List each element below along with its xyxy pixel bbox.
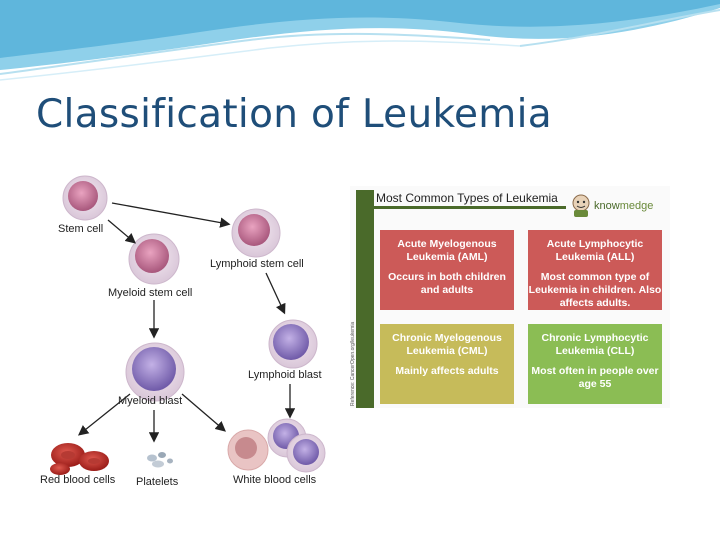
knowmedge-brand-text: knowmedge xyxy=(594,200,653,212)
chart-accent-bar xyxy=(356,190,374,408)
lineage-svg xyxy=(50,175,326,475)
label-red-blood-cells: Red blood cells xyxy=(40,474,116,486)
box-cll-name: Chronic Lymphocytic Leukemia (CLL) xyxy=(541,332,649,357)
box-aml: Acute Myelogenous Leukemia (AML) Occurs … xyxy=(380,230,514,310)
box-cml: Chronic Myelogenous Leukemia (CML) Mainl… xyxy=(380,324,514,404)
box-all-desc: Most common type of Leukemia in children… xyxy=(528,271,662,309)
stem-cell-illustration xyxy=(62,175,108,221)
red-blood-cells-illustration xyxy=(50,443,109,475)
brand-know: know xyxy=(594,200,620,212)
blood-cell-lineage-diagram: Stem cell Lymphoid stem cell Myeloid ste… xyxy=(38,172,336,492)
knowmedge-logo-icon xyxy=(572,194,590,217)
box-cll-desc: Most often in people over age 55 xyxy=(531,365,659,390)
label-myeloid-blast: Myeloid blast xyxy=(118,395,183,407)
box-aml-desc: Occurs in both children and adults xyxy=(388,271,506,296)
myeloid-stem-cell-illustration xyxy=(128,233,180,285)
brand-medge: medge xyxy=(619,200,654,212)
label-myeloid-stem-cell: Myeloid stem cell xyxy=(108,287,193,299)
label-stem-cell: Stem cell xyxy=(58,223,104,235)
label-lymphoid-stem-cell: Lymphoid stem cell xyxy=(210,258,304,270)
box-cml-desc: Mainly affects adults xyxy=(395,365,499,377)
label-platelets: Platelets xyxy=(136,476,179,488)
box-cll: Chronic Lymphocytic Leukemia (CLL) Most … xyxy=(528,324,662,404)
header-wave-decoration xyxy=(0,0,720,81)
slide-title: Classification of Leukemia xyxy=(36,92,552,137)
lymphoid-stem-cell-illustration xyxy=(231,208,281,258)
chart-credit: Reference: CancerOpen.org/leukemia xyxy=(350,321,356,406)
box-all: Acute Lymphocytic Leukemia (ALL) Most co… xyxy=(528,230,662,310)
box-cml-name: Chronic Myelogenous Leukemia (CML) xyxy=(392,332,502,357)
chart-header-rule xyxy=(356,206,566,209)
chart-title: Most Common Types of Leukemia xyxy=(376,191,558,205)
lymphoid-blast-illustration xyxy=(268,319,318,369)
box-aml-name: Acute Myelogenous Leukemia (AML) xyxy=(397,238,497,263)
platelets-illustration xyxy=(147,452,173,468)
box-all-name: Acute Lymphocytic Leukemia (ALL) xyxy=(546,238,644,263)
label-lymphoid-blast: Lymphoid blast xyxy=(248,369,322,381)
label-white-blood-cells: White blood cells xyxy=(233,474,317,486)
lineage-arrows xyxy=(77,202,296,443)
myeloid-blast-illustration xyxy=(125,342,185,402)
leukemia-types-chart: Most Common Types of Leukemia Reference:… xyxy=(350,186,670,408)
white-blood-cells-illustration xyxy=(227,418,326,473)
